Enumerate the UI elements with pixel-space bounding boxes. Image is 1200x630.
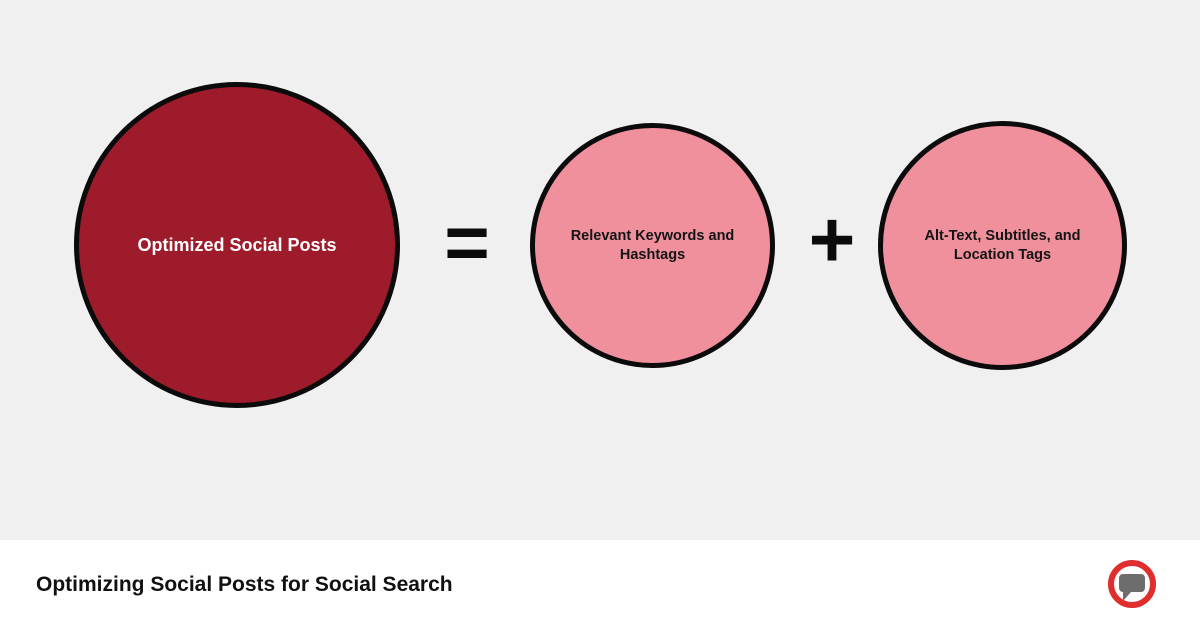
operand-circle-alt-text: Alt-Text, Subtitles, and Location Tags	[878, 121, 1127, 370]
operand-circle-keywords: Relevant Keywords and Hashtags	[530, 123, 775, 368]
equals-sign: =	[444, 198, 490, 286]
result-circle-label: Optimized Social Posts	[137, 234, 337, 255]
operand-circle-alt-text-label: Alt-Text, Subtitles, and Location Tags	[924, 228, 1081, 263]
result-circle: Optimized Social Posts	[74, 82, 400, 408]
operand-circle-keywords-label: Relevant Keywords and Hashtags	[570, 228, 735, 263]
footer-title: Optimizing Social Posts for Social Searc…	[36, 573, 453, 596]
speech-bubble-logo-icon	[1108, 560, 1156, 608]
plus-sign: +	[808, 195, 856, 284]
footer-bar: Optimizing Social Posts for Social Searc…	[0, 540, 1200, 630]
